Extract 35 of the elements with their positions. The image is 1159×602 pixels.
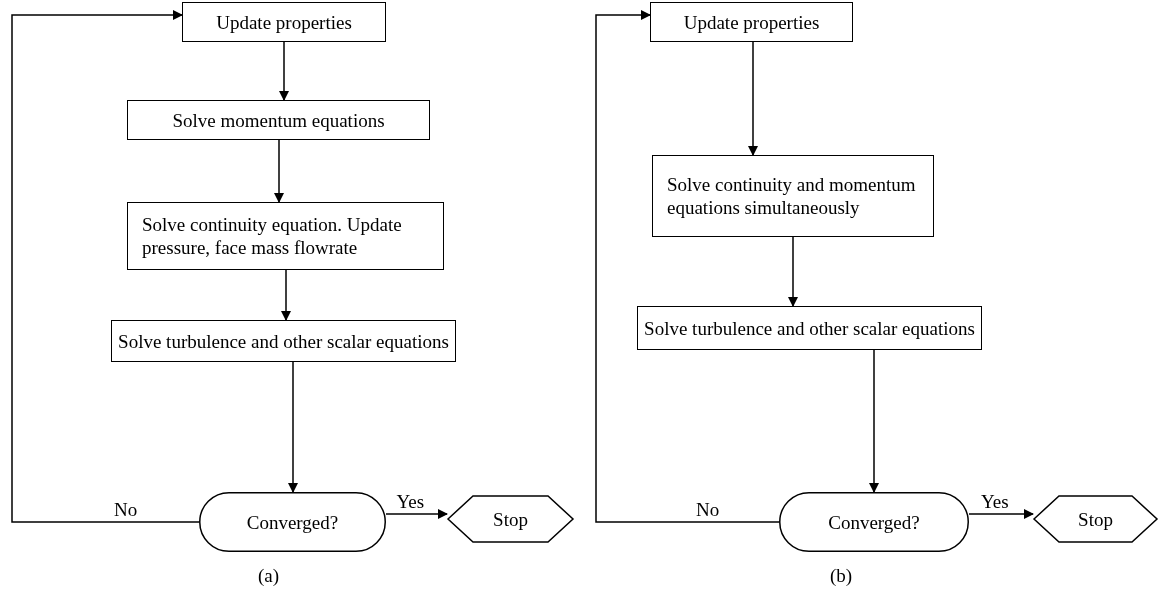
process-box bbox=[650, 2, 853, 42]
arrow bbox=[281, 269, 291, 321]
arrow bbox=[11, 10, 200, 523]
panel-caption: (a) bbox=[258, 565, 280, 587]
node-text: Stop bbox=[1078, 507, 1113, 531]
process-box bbox=[652, 155, 934, 237]
node-text: Solve continuity and momentum equations simultaneously bbox=[667, 173, 917, 219]
process-box bbox=[127, 100, 430, 140]
process-box bbox=[127, 202, 444, 270]
node-text: Converged? bbox=[828, 510, 920, 534]
panel-caption: (b) bbox=[830, 565, 853, 587]
arrow bbox=[279, 41, 289, 101]
arrow bbox=[288, 361, 298, 493]
node-text: Converged? bbox=[246, 510, 339, 534]
node-text: Solve turbulence and other scalar equations bbox=[644, 316, 975, 340]
arrow bbox=[869, 349, 879, 493]
node-text: Solve continuity equation. Update pressure, face mass flowrate bbox=[142, 213, 403, 259]
arrow bbox=[595, 10, 780, 523]
node-text: Solve momentum equations bbox=[172, 108, 385, 132]
process-box bbox=[111, 320, 456, 362]
arrow bbox=[274, 139, 284, 203]
arrow bbox=[748, 41, 758, 156]
arrow bbox=[968, 509, 1034, 519]
node-text: Solve turbulence and other scalar equations bbox=[118, 329, 449, 353]
node-text: Stop bbox=[493, 507, 528, 531]
stop-hexagon bbox=[447, 495, 574, 543]
node-text: Update properties bbox=[216, 10, 352, 34]
node-text: Update properties bbox=[683, 10, 820, 34]
arrow bbox=[788, 236, 798, 307]
process-box bbox=[637, 306, 982, 350]
terminator-shape bbox=[779, 492, 969, 552]
stop-hexagon bbox=[1033, 495, 1158, 543]
process-box bbox=[182, 2, 386, 42]
terminator-shape bbox=[199, 492, 386, 552]
arrow bbox=[385, 509, 448, 519]
